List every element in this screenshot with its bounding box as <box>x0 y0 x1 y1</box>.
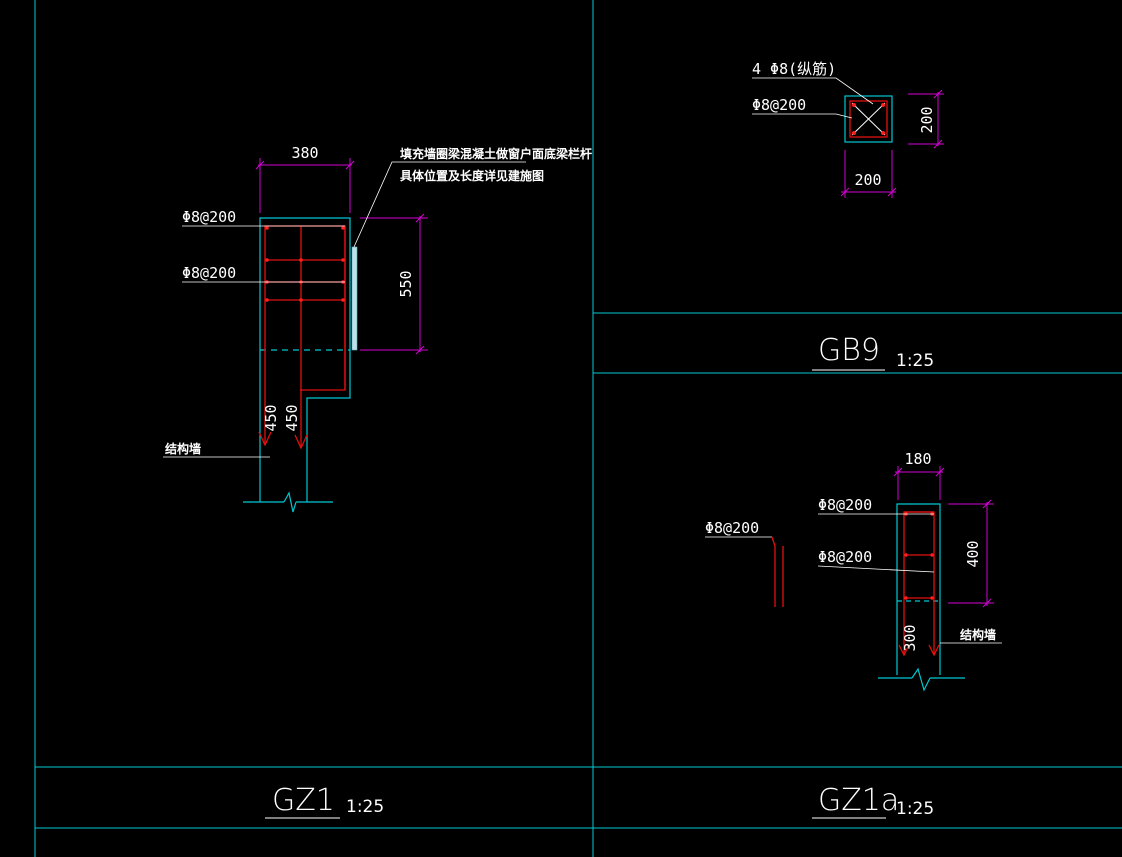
gz1-wall-label: 结构墙 <box>165 441 201 456</box>
gz1a-width-dimension-text: 180 <box>904 450 931 468</box>
gz1-height-dimension <box>360 213 428 355</box>
gb9-leader-lines <box>752 77 874 119</box>
gb9-detail: 200 200 4 Φ8(纵筋) Φ8@200 <box>752 60 944 198</box>
gb9-title-block: GB9 1:25 <box>812 333 934 371</box>
gb9-longitudinal-label: 4 Φ8(纵筋) <box>752 60 836 78</box>
gz1a-rebar-dots <box>904 512 934 600</box>
gb9-dimensions <box>840 89 944 198</box>
gb9-cross <box>851 102 886 136</box>
gz1-height-dimension-text: 550 <box>397 270 415 297</box>
gz1-side-plate <box>351 246 358 351</box>
gz1-rebar-dots <box>265 226 345 302</box>
gz1-width-dimension <box>255 158 355 213</box>
gb9-height-dimension-text: 200 <box>918 106 936 133</box>
gz1-stirrup-label-2: Φ8@200 <box>182 264 236 282</box>
gz1-title: GZ1 <box>272 783 335 818</box>
drawing-frame <box>34 0 1122 857</box>
gz1-note-line-2: 具体位置及长度详见建施图 <box>400 168 544 183</box>
gz1-width-dimension-text: 380 <box>291 144 318 162</box>
gz1a-title: GZ1a <box>818 783 899 818</box>
gb9-stirrup-label: Φ8@200 <box>752 96 806 114</box>
gb9-corner-bars <box>852 103 885 135</box>
gz1-title-block: GZ1 1:25 <box>265 783 384 819</box>
gz1-note-line-1: 填充墙圈梁混凝土做窗户面底梁栏杆 <box>400 146 592 161</box>
gz1a-detail-label: Φ8@200 <box>705 519 759 537</box>
gz1a-wall-label: 结构墙 <box>960 627 996 642</box>
gz1-anchor-dimension-1: 450 <box>262 404 280 431</box>
gz1a-height-dimension-text: 400 <box>964 540 982 567</box>
gb9-scale: 1:25 <box>896 351 934 371</box>
gz1a-title-block: GZ1a 1:25 <box>812 783 934 819</box>
gz1a-stirrup-label-2: Φ8@200 <box>818 548 872 566</box>
gz1a-scale: 1:25 <box>896 799 934 819</box>
gz1a-anchor-dimension: 300 <box>901 624 919 651</box>
gz1a-rebar <box>898 511 940 657</box>
gz1a-stirrup-label-1: Φ8@200 <box>818 496 872 514</box>
gz1-stirrup-label-1: Φ8@200 <box>182 208 236 226</box>
gz1-scale: 1:25 <box>346 797 384 817</box>
gb9-title: GB9 <box>818 333 880 368</box>
gz1-anchor-dimension-2: 450 <box>283 404 301 431</box>
gz1a-leader-lines <box>705 513 1002 644</box>
gz1a-width-dimension <box>893 466 945 500</box>
gz1a-height-dimension <box>948 499 994 608</box>
gz1-detail: 380 550 <box>163 144 592 513</box>
gz1a-detail: 180 400 <box>705 450 1002 692</box>
gz1a-bar-detail <box>771 536 784 607</box>
gz1a-concrete-outline <box>878 503 965 692</box>
gz1-leader-lines <box>163 161 526 458</box>
gz1-concrete-outline <box>243 217 351 513</box>
gb9-width-dimension-text: 200 <box>854 171 881 189</box>
gb9-concrete-outline <box>844 95 893 143</box>
